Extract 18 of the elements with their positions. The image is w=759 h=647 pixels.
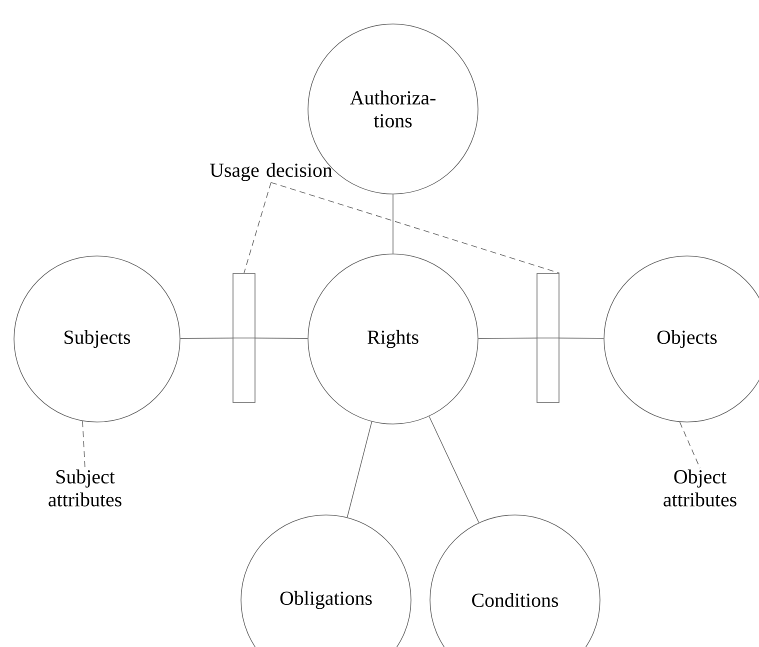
leader-line bbox=[82, 420, 86, 469]
annotation-text: Object attributes bbox=[664, 470, 736, 506]
bar-box bbox=[536, 273, 560, 403]
connector-line bbox=[346, 421, 372, 518]
connector-line bbox=[559, 338, 604, 339]
connector-line bbox=[180, 338, 234, 339]
circle-node: Subjects bbox=[14, 256, 180, 422]
annotation-text: Subject attributes bbox=[48, 470, 122, 506]
annotation-text: Usage decision bbox=[210, 162, 332, 182]
connector-line bbox=[392, 194, 394, 254]
leader-line bbox=[679, 422, 700, 469]
leader-line bbox=[244, 182, 272, 274]
leader-line bbox=[270, 182, 560, 274]
bar-box bbox=[232, 273, 256, 403]
connector-line bbox=[478, 338, 537, 339]
connector-line bbox=[428, 416, 480, 524]
circle-node: Rights bbox=[308, 254, 478, 424]
connector-line bbox=[255, 338, 308, 339]
